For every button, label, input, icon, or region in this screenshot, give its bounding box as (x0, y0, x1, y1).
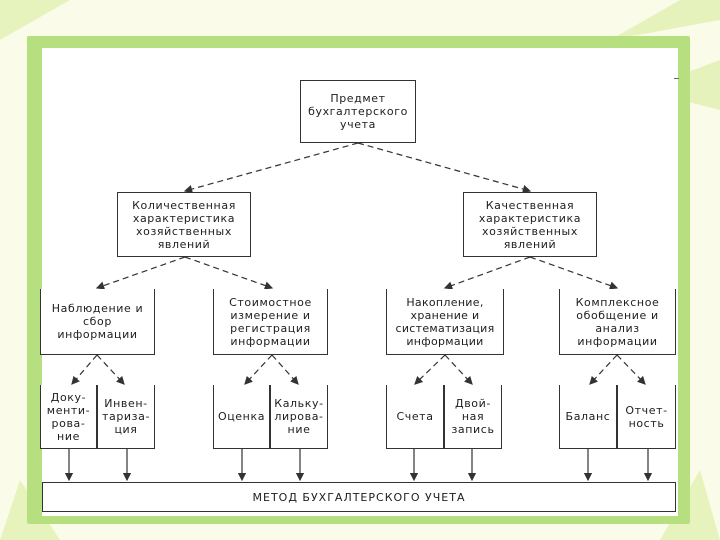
documentation-box: Доку- менти- рова- ние (40, 385, 97, 449)
accounts-box: Счета (386, 385, 444, 449)
accumulation-storage-box: Накопление, хранение и систематизация ин… (386, 289, 504, 355)
quantitative-characteristic-box: Количественная характеристика хозяйствен… (117, 192, 251, 257)
reporting-box: Отчет- ность (617, 385, 676, 449)
balance-box: Баланс (559, 385, 617, 449)
qualitative-characteristic-box: Качественная характеристика хозяйственны… (463, 192, 597, 257)
double-entry-box: Двой- ная запись (444, 385, 502, 449)
valuation-box: Оценка (213, 385, 270, 449)
cost-measurement-box: Стоимостное измерение и регистрация инфо… (213, 289, 328, 355)
inventory-box: Инвен- тариза- ция (97, 385, 155, 449)
edge-mark (674, 78, 679, 79)
complex-generalization-box: Комплексное обобщение и анализ информаци… (559, 289, 676, 355)
observation-collection-box: Наблюдение и сбор информации (40, 289, 155, 355)
calculation-box: Кальку- лирова- ние (270, 385, 328, 449)
accounting-method-box: МЕТОД БУХГАЛТЕРСКОГО УЧЕТА (42, 482, 676, 512)
root-subject-box: Предмет бухгалтерского учета (300, 80, 416, 143)
